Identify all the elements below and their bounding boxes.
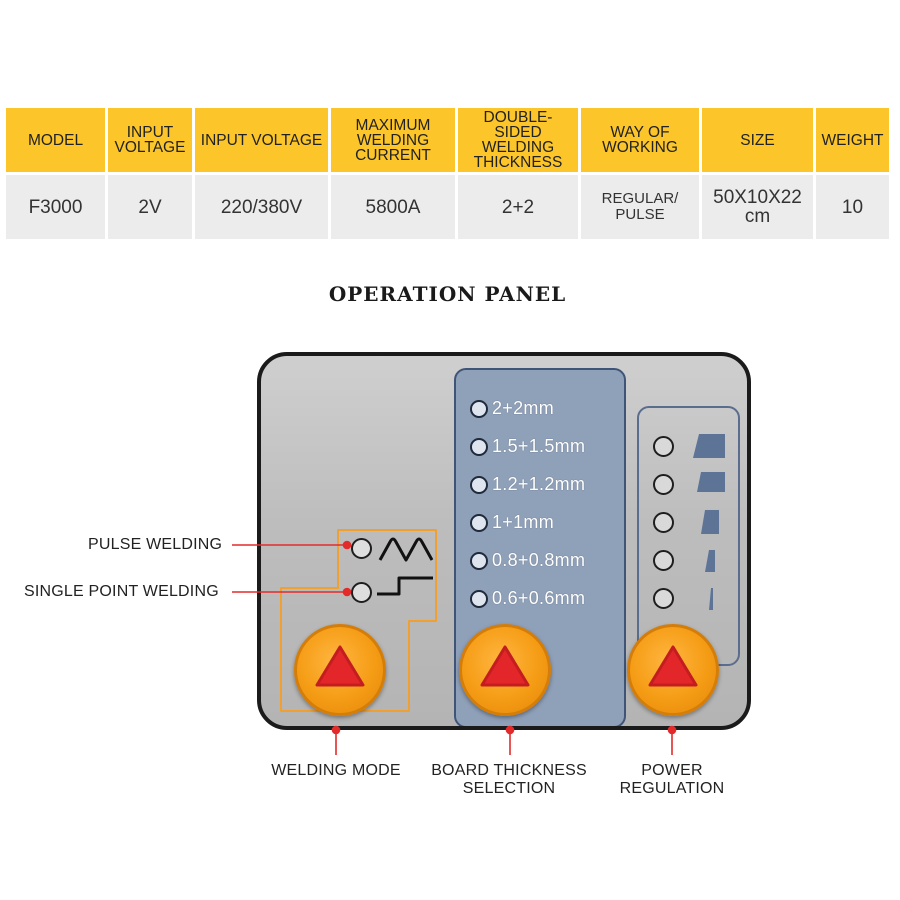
spec-table-value-row: F3000 2V 220/380V 5800A 2+2 REGULAR/ PUL… xyxy=(6,175,890,239)
thickness-led xyxy=(470,399,488,418)
thickness-option[interactable]: 0.6+0.6mm xyxy=(470,588,585,609)
thickness-option[interactable]: 1+1mm xyxy=(470,512,554,533)
power-regulation-label: POWER REGULATION xyxy=(619,762,725,797)
power-level-led xyxy=(653,436,674,457)
header-way-of-working: WAY OF WORKING xyxy=(581,108,699,172)
up-triangle-icon xyxy=(480,645,530,687)
thickness-led xyxy=(470,551,488,570)
value-max-welding-current: 5800A xyxy=(331,175,455,239)
up-triangle-icon xyxy=(315,645,365,687)
header-weight: WEIGHT xyxy=(816,108,889,172)
thickness-option[interactable]: 0.8+0.8mm xyxy=(470,550,585,571)
power-level-led xyxy=(653,512,674,533)
pulse-welding-label: PULSE WELDING xyxy=(88,536,223,553)
welding-mode-label: WELDING MODE xyxy=(271,762,401,779)
header-max-welding-current: MAXIMUM WELDING CURRENT xyxy=(331,108,455,172)
thickness-option[interactable]: 2+2mm xyxy=(470,398,554,419)
board-thickness-panel: 2+2mm 1.5+1.5mm 1.2+1.2mm 1+1mm 0.8+0.8m… xyxy=(454,368,626,726)
thickness-option[interactable]: 1.2+1.2mm xyxy=(470,474,585,495)
thickness-label: 2+2mm xyxy=(492,398,555,418)
welding-mode-outline xyxy=(280,529,437,712)
value-input-voltage: 2V xyxy=(108,175,192,239)
thickness-led xyxy=(470,513,488,532)
header-input-voltage-2: INPUT VOLTAGE xyxy=(195,108,328,172)
section-title: OPERATION PANEL xyxy=(328,282,567,306)
welding-mode-button[interactable] xyxy=(294,624,386,716)
value-welding-thickness: 2+2 xyxy=(458,175,578,239)
thickness-label: 0.8+0.8mm xyxy=(492,550,586,570)
thickness-label: 1.2+1.2mm xyxy=(492,474,586,494)
operation-panel: 2+2mm 1.5+1.5mm 1.2+1.2mm 1+1mm 0.8+0.8m… xyxy=(257,352,751,730)
value-weight: 10 xyxy=(816,175,889,239)
power-regulation-button[interactable] xyxy=(627,624,719,716)
pulse-welding-led xyxy=(351,538,372,559)
value-input-voltage-2: 220/380V xyxy=(195,175,328,239)
header-model: MODEL xyxy=(6,108,105,172)
board-thickness-label: BOARD THICKNESS SELECTION xyxy=(431,762,587,797)
single-point-led xyxy=(351,582,372,603)
single-point-step-icon xyxy=(377,576,433,596)
up-triangle-icon xyxy=(648,645,698,687)
power-level-led xyxy=(653,550,674,571)
value-way-of-working: REGULAR/ PULSE xyxy=(581,175,699,239)
header-welding-thickness: DOUBLE-SIDED WELDING THICKNESS xyxy=(458,108,578,172)
header-input-voltage: INPUT VOLTAGE xyxy=(108,108,192,172)
board-thickness-button[interactable] xyxy=(459,624,551,716)
power-level-led xyxy=(653,588,674,609)
power-level-bars-icon xyxy=(693,434,725,610)
value-model: F3000 xyxy=(6,175,105,239)
pulse-wave-icon xyxy=(378,537,434,562)
thickness-led xyxy=(470,437,488,456)
single-point-welding-label: SINGLE POINT WELDING xyxy=(24,583,219,600)
value-size: 50X10X22 cm xyxy=(702,175,813,239)
spec-table: MODEL INPUT VOLTAGE INPUT VOLTAGE MAXIMU… xyxy=(6,108,890,239)
power-level-led xyxy=(653,474,674,495)
thickness-led xyxy=(470,589,488,608)
thickness-label: 1+1mm xyxy=(492,512,555,532)
thickness-led xyxy=(470,475,488,494)
thickness-label: 0.6+0.6mm xyxy=(492,588,586,608)
thickness-label: 1.5+1.5mm xyxy=(492,436,586,456)
thickness-option[interactable]: 1.5+1.5mm xyxy=(470,436,585,457)
header-size: SIZE xyxy=(702,108,813,172)
spec-table-header-row: MODEL INPUT VOLTAGE INPUT VOLTAGE MAXIMU… xyxy=(6,108,890,172)
